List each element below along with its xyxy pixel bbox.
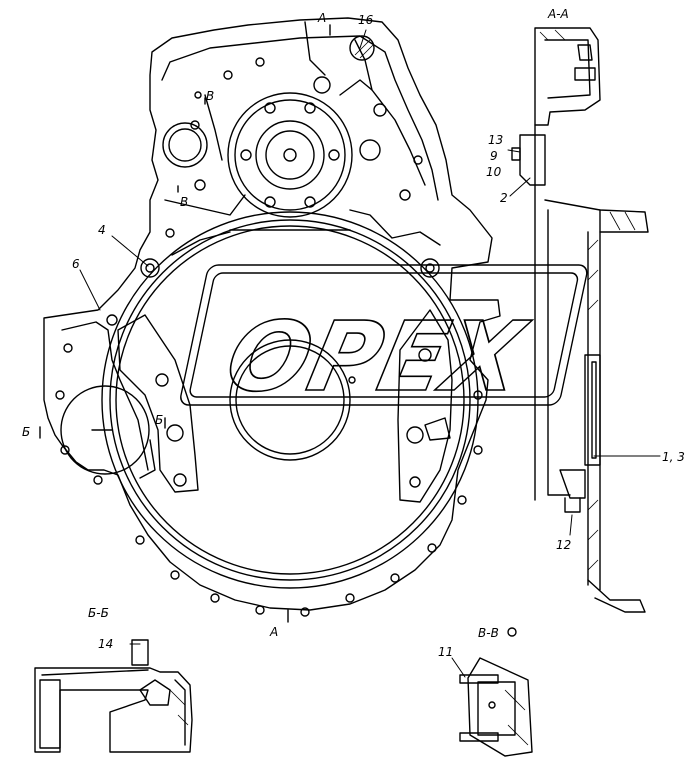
watermark-frame [180,264,588,406]
gear-cover-boss [227,92,353,218]
watermark-text: OPEX [217,301,536,413]
callout-16: 16 [358,13,374,27]
callout-9: 9 [490,149,498,163]
callout-11: 11 [438,645,453,659]
callout-2: 2 [500,191,508,205]
section-mark-vv-bottom: В [180,195,188,209]
sensor-boss [162,120,208,168]
bolt-holes [55,35,483,617]
callout-12: 12 [556,538,571,552]
section-title-vv: В-В [478,626,499,640]
leader-lines [79,29,661,678]
section-aa-view [511,27,649,613]
callout-6: 6 [72,257,80,271]
section-hatching [169,29,636,746]
section-mark-bb-right: Б [155,413,163,427]
callout-13: 13 [488,133,503,147]
center-hub [229,339,351,461]
callout-1-3: 1, 3 [662,450,685,464]
section-mark-aa-bottom: А [269,625,278,639]
section-marks [39,24,331,623]
section-mark-vv-top: В [206,89,214,103]
section-bb-view [34,639,193,753]
section-vv-view [459,627,533,757]
section-mark-bb-left: Б [22,425,30,439]
cast-details [164,79,441,256]
section-mark-aa-top: А [317,11,326,25]
callout-10: 10 [486,165,502,179]
section-title-bb: Б-Б [88,606,109,620]
callout-14: 14 [98,637,113,651]
section-title-aa: А-А [547,7,569,21]
flywheel-opening [101,211,479,589]
callout-4: 4 [98,223,106,237]
starter-opening [60,385,150,475]
inner-ribs [117,309,453,503]
